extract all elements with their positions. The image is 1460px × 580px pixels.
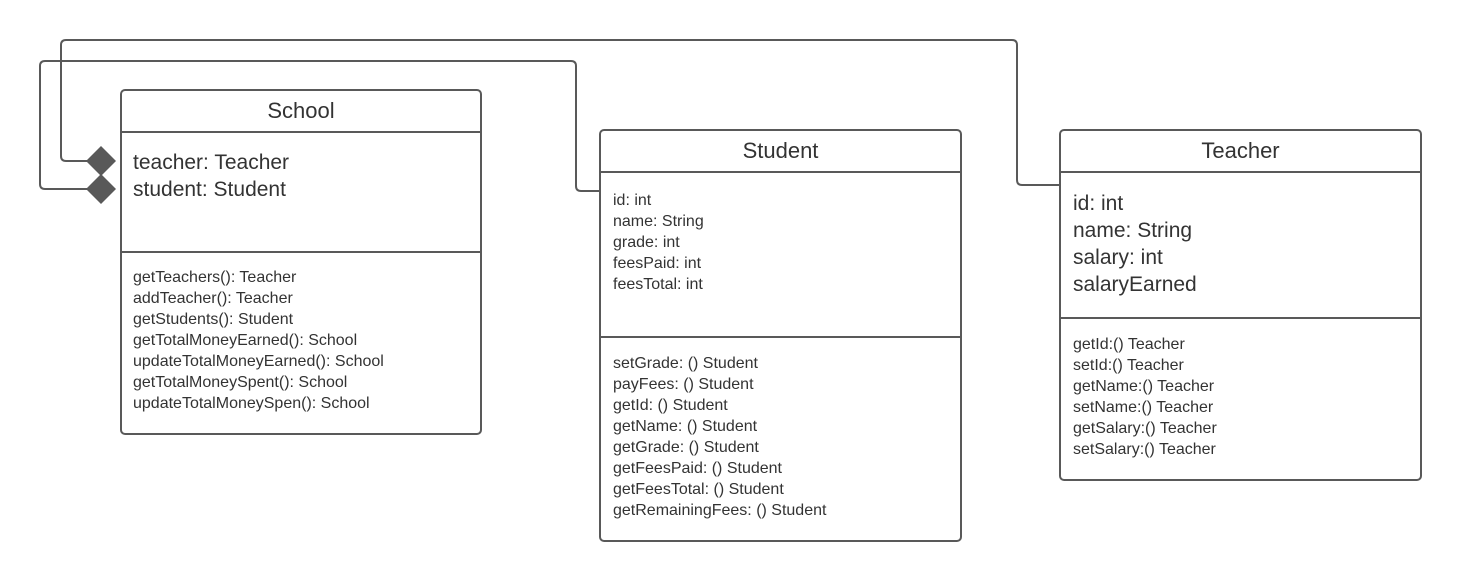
attributes-section: id: int name: String grade: int feesPaid…: [601, 173, 960, 338]
method: getSalary:() Teacher: [1073, 420, 1217, 437]
method: addTeacher(): Teacher: [133, 290, 293, 307]
class-name: Student: [601, 131, 960, 173]
method: getFeesPaid: () Student: [613, 460, 782, 477]
composition-diamond-teacher: [86, 146, 116, 176]
method: getTeachers(): Teacher: [133, 269, 297, 286]
student-class-box[interactable]: Student id: int name: String grade: int …: [599, 129, 962, 542]
attribute: teacher: Teacher: [133, 151, 290, 174]
method: getId:() Teacher: [1073, 336, 1185, 353]
teacher-class-box[interactable]: Teacher id: int name: String salary: int…: [1059, 129, 1422, 481]
class-name: School: [122, 91, 480, 133]
method: getId: () Student: [613, 397, 728, 414]
attribute: grade: int: [613, 234, 680, 251]
attribute: feesPaid: int: [613, 255, 702, 272]
methods-section: getTeachers(): Teacher addTeacher(): Tea…: [122, 253, 480, 414]
method: getTotalMoneySpent(): School: [133, 374, 348, 391]
methods-section: getId:() Teacher setId:() Teacher getNam…: [1061, 319, 1420, 460]
method: getTotalMoneyEarned(): School: [133, 332, 358, 349]
attribute: feesTotal: int: [613, 276, 703, 293]
method: setName:() Teacher: [1073, 399, 1214, 416]
method: getRemainingFees: () Student: [613, 502, 827, 519]
method: getName:() Teacher: [1073, 378, 1215, 395]
method: updateTotalMoneyEarned(): School: [133, 353, 384, 370]
method: getStudents(): Student: [133, 311, 294, 328]
school-teacher-connector: [60, 39, 1059, 186]
composition-diamond-student: [86, 174, 116, 204]
attribute: student: Student: [133, 178, 286, 201]
attribute: salary: int: [1073, 246, 1163, 269]
attribute: id: int: [613, 192, 652, 209]
attributes-section: id: int name: String salary: int salaryE…: [1061, 173, 1420, 319]
attributes-section: teacher: Teacher student: Student: [122, 133, 480, 253]
attribute: name: String: [613, 213, 704, 230]
method: getFeesTotal: () Student: [613, 481, 784, 498]
method: setSalary:() Teacher: [1073, 441, 1216, 458]
class-name: Teacher: [1061, 131, 1420, 173]
method: setId:() Teacher: [1073, 357, 1184, 374]
school-class-box[interactable]: School teacher: Teacher student: Student…: [120, 89, 482, 435]
school-student-connector: [39, 60, 599, 192]
methods-section: setGrade: () Student payFees: () Student…: [601, 338, 960, 521]
method: setGrade: () Student: [613, 355, 758, 372]
attribute: id: int: [1073, 192, 1124, 215]
method: getName: () Student: [613, 418, 758, 435]
method: updateTotalMoneySpen(): School: [133, 395, 370, 412]
attribute: name: String: [1073, 219, 1193, 242]
attribute: salaryEarned: [1073, 273, 1197, 296]
method: payFees: () Student: [613, 376, 754, 393]
method: getGrade: () Student: [613, 439, 759, 456]
